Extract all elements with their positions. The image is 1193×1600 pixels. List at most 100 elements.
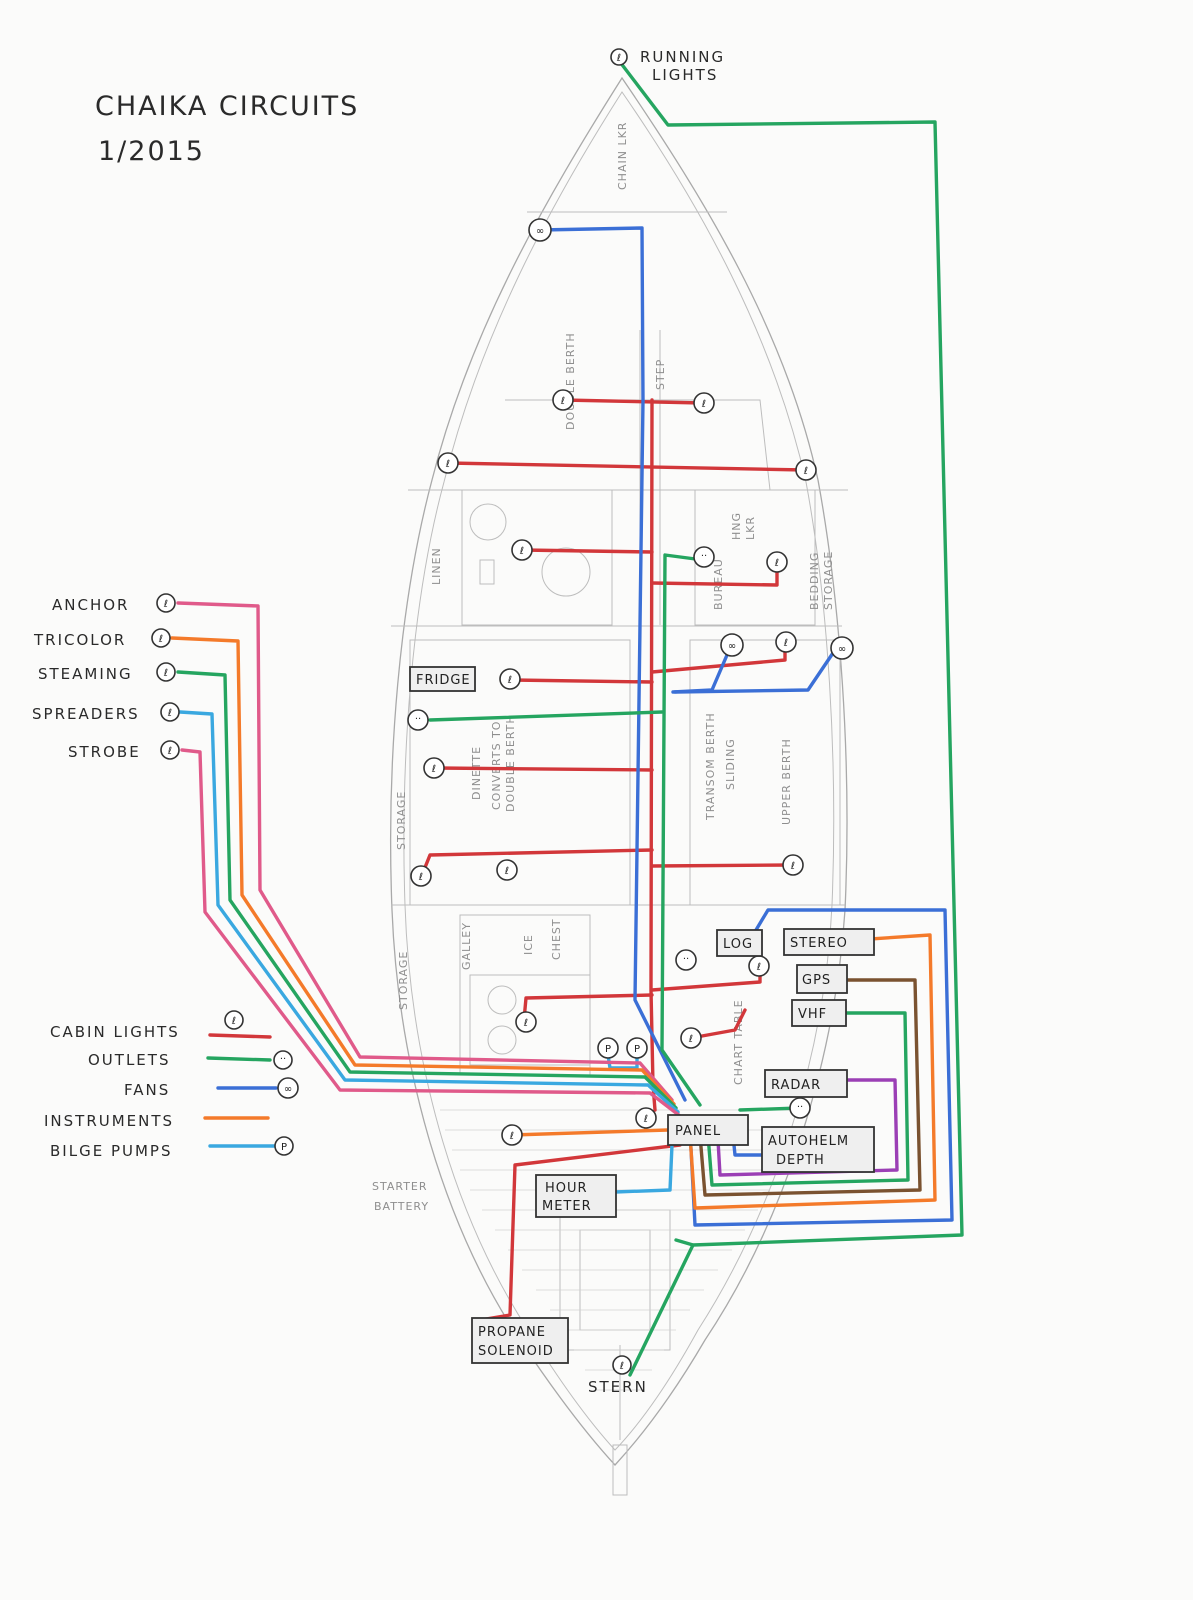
svg-text:STEREO: STEREO: [790, 936, 848, 951]
label-chest: CHEST: [550, 918, 563, 960]
equipment: FRIDGE LOG STEREO GPS VHF RADAR PANEL A: [409, 666, 875, 1364]
wire-cabin-lights-trunk: [649, 398, 657, 1112]
lamp-symbol: ℓ: [680, 1027, 702, 1049]
wire-outlets-trunk: [660, 553, 705, 1107]
propane-solenoid-box: PROPANE SOLENOID: [471, 1317, 569, 1364]
svg-text:··: ··: [415, 714, 421, 725]
label-step: STEP: [654, 359, 667, 390]
wire-cabin-light-hanging: [650, 643, 787, 674]
svg-text:LOG: LOG: [723, 937, 753, 952]
svg-text:VHF: VHF: [798, 1007, 827, 1022]
svg-text:ℓ: ℓ: [505, 866, 509, 877]
svg-text:ℓ: ℓ: [791, 861, 795, 872]
gps-box: GPS: [796, 964, 848, 994]
svg-text:∞: ∞: [284, 1084, 292, 1095]
outlet-symbol: ··: [675, 949, 697, 971]
diagram-date: 1/2015: [98, 136, 205, 167]
svg-text:ℓ: ℓ: [164, 599, 168, 610]
hour-meter-box: HOUR METER: [535, 1174, 617, 1218]
lamp-symbol: ℓ: [160, 702, 180, 722]
label-sliding: SLIDING: [724, 738, 737, 790]
diagram-title: CHAIKA CIRCUITS: [95, 91, 359, 122]
svg-text:··: ··: [701, 551, 707, 562]
svg-text:ℓ: ℓ: [419, 872, 423, 883]
svg-text:ℓ: ℓ: [508, 675, 512, 686]
legend-swatch-outlets: [206, 1056, 272, 1062]
wire-cabin-light-transom: [650, 863, 794, 868]
svg-text:∞: ∞: [536, 226, 544, 237]
label-chain-locker: CHAIN LKR: [616, 122, 629, 190]
svg-text:ℓ: ℓ: [432, 764, 436, 775]
outlet-symbol: ··: [789, 1097, 811, 1119]
svg-text:ℓ: ℓ: [524, 1018, 528, 1029]
running-lights-label-1: RUNNING: [640, 48, 725, 66]
label-linen: LINEN: [430, 547, 443, 585]
wire-cabin-light-linen: [520, 548, 654, 554]
label-dinette: DINETTE: [470, 746, 483, 800]
fixtures: ℓ ℓ ℓ ℓ ℓ ℓ ℓ ℓ ℓ ℓ ℓ ℓ ℓ ℓ ℓ ℓ ℓ ℓ ℓ ··…: [407, 48, 854, 1375]
wire-spreaders: [178, 710, 680, 1114]
label-bedding-storage-2: STORAGE: [822, 551, 835, 610]
label-galley: GALLEY: [460, 922, 473, 970]
label-transom-berth: TRANSOM BERTH: [704, 712, 717, 821]
wire-cabin-light-fridge: [510, 678, 654, 684]
label-hng-locker-1: HNG: [730, 512, 743, 540]
wire-tricolor: [170, 636, 676, 1106]
svg-text:ℓ: ℓ: [804, 466, 808, 477]
lamp-symbol: ℓ: [496, 859, 518, 881]
pump-symbol: P: [597, 1037, 619, 1059]
outlet-symbol: ··: [273, 1050, 293, 1070]
svg-text:FRIDGE: FRIDGE: [416, 673, 471, 688]
svg-text:ℓ: ℓ: [168, 746, 172, 757]
wire-cabin-light-chart: [650, 966, 762, 992]
lamp-symbol: ℓ: [766, 551, 788, 573]
svg-text:ℓ: ℓ: [561, 396, 565, 407]
label-storage-fwd: STORAGE: [395, 791, 408, 850]
svg-text:ℓ: ℓ: [784, 638, 788, 649]
svg-text:ℓ: ℓ: [520, 546, 524, 557]
lamp-symbol: ℓ: [552, 389, 574, 411]
svg-text:SOLENOID: SOLENOID: [478, 1344, 554, 1359]
wire-cabin-light-v-berth: [561, 398, 705, 405]
lamp-symbol: ℓ: [795, 459, 817, 481]
label-upper-berth: UPPER BERTH: [780, 738, 793, 825]
svg-text:··: ··: [683, 954, 689, 965]
mast-lights-legend: ANCHOR ℓ TRICOLOR ℓ STEAMING ℓ SPREADERS…: [32, 593, 180, 761]
label-hng-locker-2: LKR: [744, 516, 757, 540]
label-dinette-note-2: DOUBLE BERTH: [504, 714, 517, 812]
wire-hour-meter: [613, 1143, 674, 1194]
outlet-symbol: ··: [693, 546, 715, 568]
hull-drawing: [389, 76, 848, 1496]
svg-text:ℓ: ℓ: [757, 962, 761, 973]
svg-text:PROPANE: PROPANE: [478, 1325, 546, 1340]
svg-text:··: ··: [280, 1054, 286, 1065]
radar-box: RADAR: [764, 1069, 848, 1098]
wire-fans-trunk: [538, 226, 687, 1102]
fan-symbol: ∞: [830, 636, 854, 660]
svg-text:RADAR: RADAR: [771, 1078, 821, 1093]
svg-text:··: ··: [797, 1102, 803, 1113]
lamp-symbol: ℓ: [635, 1107, 657, 1129]
svg-text:ℓ: ℓ: [620, 1361, 624, 1372]
wire-strobe: [180, 748, 682, 1118]
lamp-symbol: ℓ: [748, 955, 770, 977]
running-lights-label-2: LIGHTS: [652, 66, 718, 84]
label-battery: BATTERY: [374, 1200, 429, 1213]
lamp-symbol: ℓ: [224, 1010, 244, 1030]
svg-text:ℓ: ℓ: [232, 1016, 236, 1027]
svg-text:P: P: [605, 1044, 611, 1055]
svg-text:ℓ: ℓ: [775, 558, 779, 569]
svg-text:ℓ: ℓ: [617, 53, 621, 64]
wire-vhf: [706, 1011, 910, 1187]
vhf-box: VHF: [791, 999, 847, 1027]
wire-cabin-light-fwd: [446, 461, 807, 472]
stern-label: STERN: [588, 1378, 648, 1396]
wire-cabin-light-aft: [689, 1008, 747, 1040]
svg-text:METER: METER: [542, 1199, 592, 1214]
pump-symbol: P: [626, 1037, 648, 1059]
lamp-symbol: ℓ: [610, 48, 628, 66]
outlet-symbol: ··: [407, 709, 429, 731]
circuits-legend: CABIN LIGHTS ℓ OUTLETS ·· FANS ∞ INSTRUM…: [44, 1010, 299, 1160]
label-chart-table: CHART TABLE: [732, 999, 745, 1085]
